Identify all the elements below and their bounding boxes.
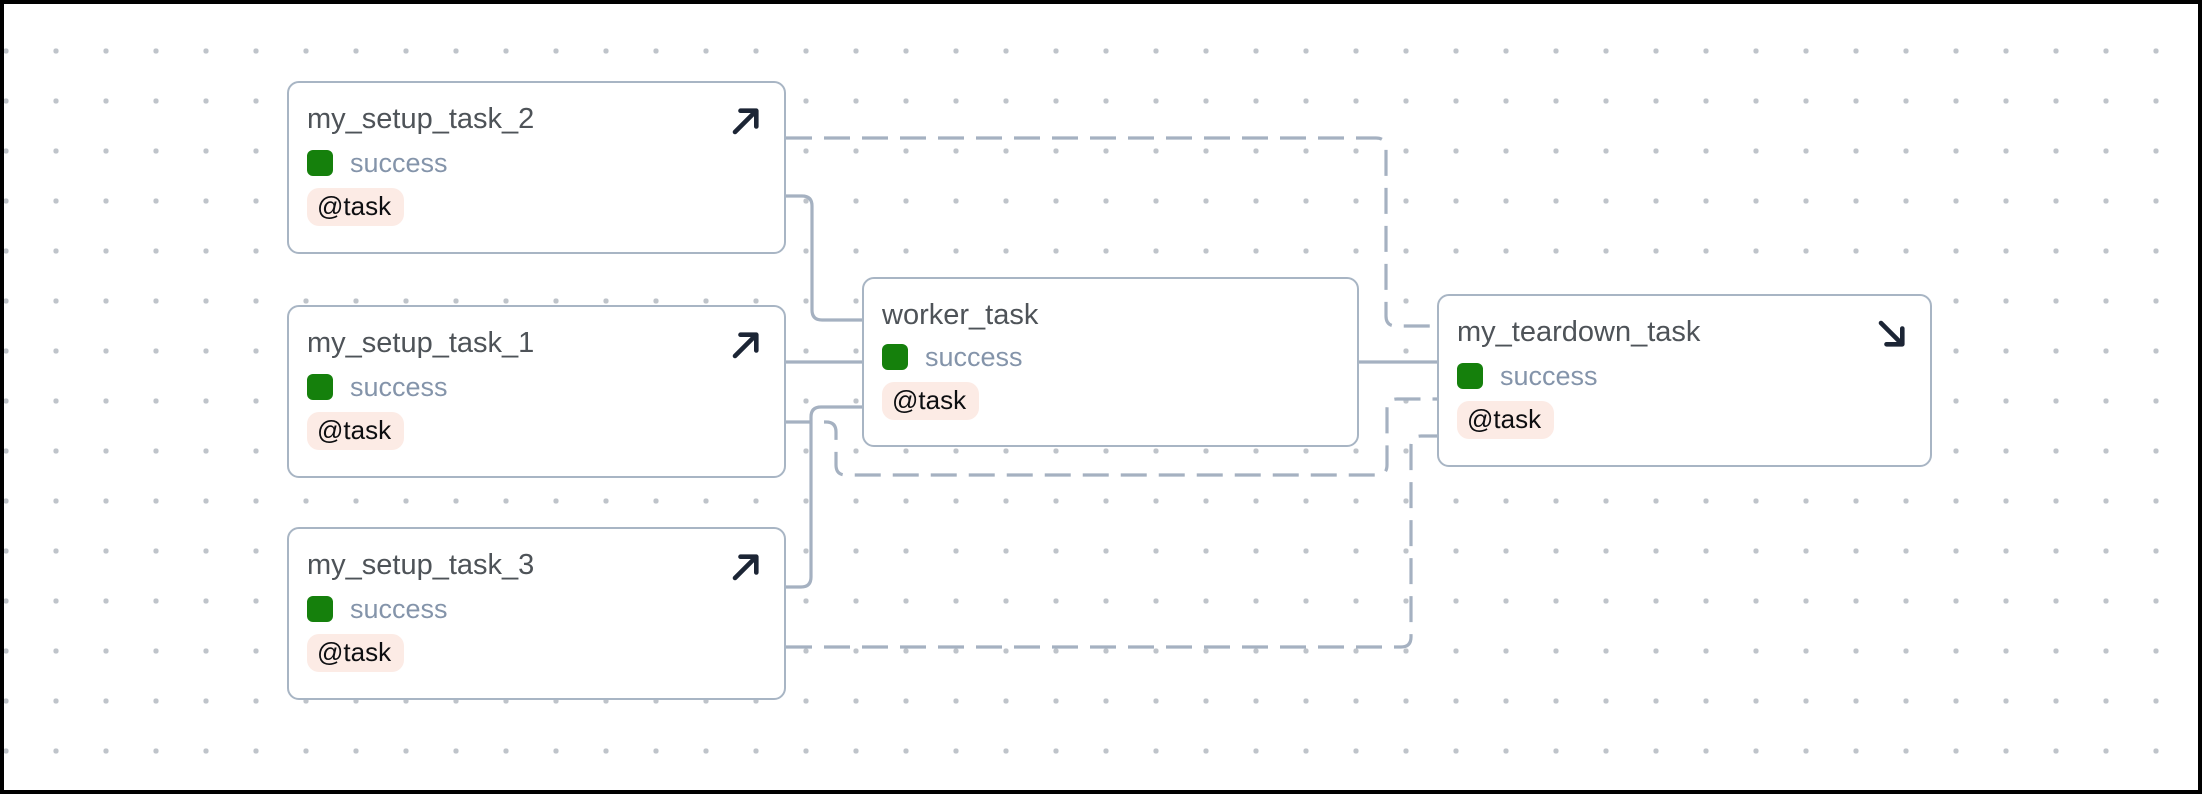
edge-my_setup_task_3-to-my_teardown_task-setup-teardown	[786, 434, 1437, 649]
task-node-my_setup_task_1[interactable]: my_setup_task_1 success @task	[287, 305, 786, 478]
task-status-row: success	[307, 592, 764, 626]
task-status-label: success	[925, 341, 1023, 372]
task-title: my_setup_task_2	[307, 103, 535, 135]
success-status-icon	[307, 374, 333, 400]
edge-my_setup_task_3-to-worker_task	[786, 405, 862, 589]
task-decorator-badge: @task	[1457, 401, 1555, 439]
task-status-label: success	[350, 147, 448, 178]
task-node-my_setup_task_2[interactable]: my_setup_task_2 success @task	[287, 81, 786, 254]
success-status-icon	[882, 344, 908, 370]
task-title: worker_task	[882, 299, 1039, 331]
task-status-label: success	[350, 593, 448, 624]
success-status-icon	[1457, 363, 1483, 389]
task-status-label: success	[1500, 360, 1598, 391]
success-status-icon	[307, 596, 333, 622]
task-node-my_teardown_task[interactable]: my_teardown_task success @task	[1437, 294, 1932, 467]
task-status-label: success	[350, 371, 448, 402]
task-status-row: success	[307, 370, 764, 404]
task-title: my_setup_task_3	[307, 549, 535, 581]
edge-my_setup_task_2-to-worker_task	[786, 194, 862, 322]
task-decorator-badge: @task	[307, 634, 405, 672]
task-node-worker_task[interactable]: worker_task success @task	[862, 277, 1359, 447]
task-decorator-badge: @task	[307, 188, 405, 226]
task-title: my_teardown_task	[1457, 316, 1701, 348]
arrow-down-right-icon	[1874, 316, 1910, 352]
task-decorator-badge: @task	[307, 412, 405, 450]
arrow-up-right-icon	[728, 549, 764, 585]
task-status-row: success	[1457, 359, 1910, 393]
arrow-up-right-icon	[728, 327, 764, 363]
task-status-row: success	[882, 340, 1337, 374]
task-title: my_setup_task_1	[307, 327, 535, 359]
arrow-up-right-icon	[728, 103, 764, 139]
task-node-my_setup_task_3[interactable]: my_setup_task_3 success @task	[287, 527, 786, 700]
task-decorator-badge: @task	[882, 382, 980, 420]
task-status-row: success	[307, 146, 764, 180]
success-status-icon	[307, 150, 333, 176]
